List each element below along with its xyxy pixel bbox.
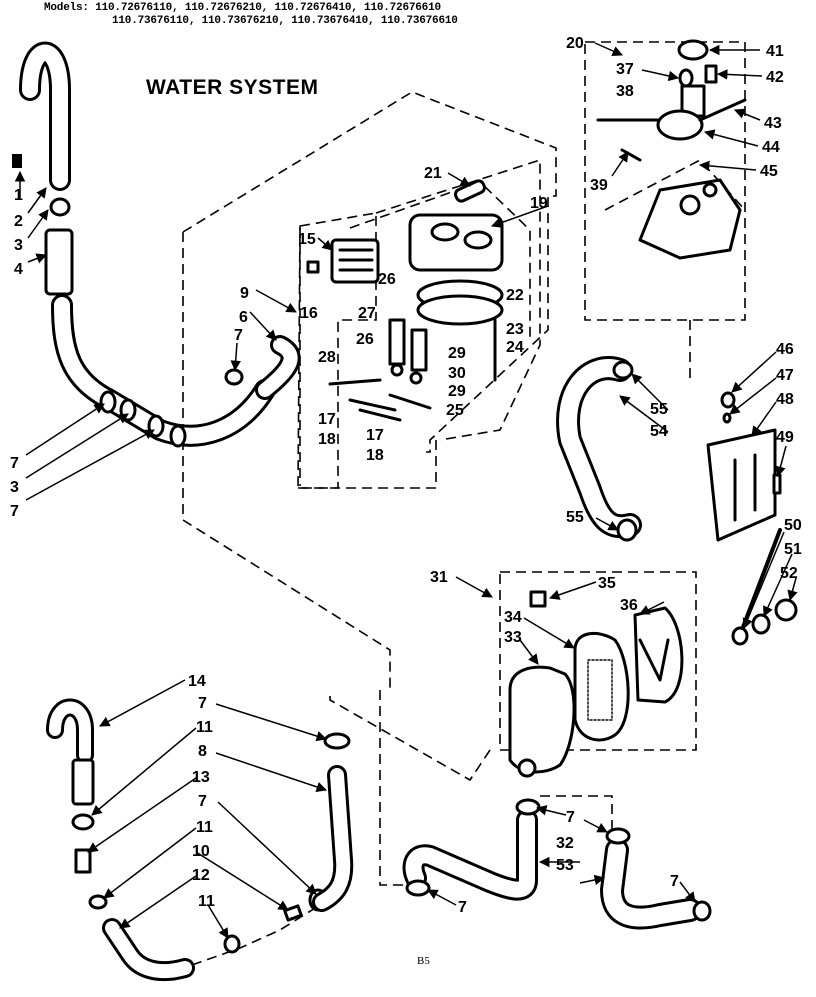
callout-8: 8 (198, 743, 207, 760)
callout-55-lower: 55 (566, 509, 584, 526)
callout-labels: 1 2 3 4 7 3 7 9 6 7 15 16 21 19 22 23 24… (10, 35, 802, 916)
callout-24: 24 (506, 339, 524, 356)
callout-3-lower: 3 (10, 479, 19, 496)
callout-44: 44 (762, 139, 780, 156)
callout-7-mid-left: 7 (198, 793, 207, 810)
dashed-group-outlines (182, 41, 746, 966)
callout-22: 22 (506, 287, 524, 304)
callout-20: 20 (566, 35, 584, 52)
callout-7: 7 (10, 455, 19, 472)
callout-1: 1 (14, 187, 23, 204)
callout-30: 30 (448, 365, 466, 382)
callout-15: 15 (298, 231, 316, 248)
callout-54: 54 (650, 423, 668, 440)
hose-parts (12, 39, 798, 982)
diagram-title: WATER SYSTEM (146, 76, 319, 99)
callout-7-bottom-center: 7 (458, 899, 467, 916)
callout-29: 29 (448, 345, 466, 362)
callout-19: 19 (530, 195, 548, 212)
callout-47: 47 (776, 367, 794, 384)
callout-29-lower: 29 (448, 383, 466, 400)
callout-11-bottom: 11 (198, 893, 215, 910)
callout-18-right: 18 (366, 447, 384, 464)
callout-34: 34 (504, 609, 522, 626)
models-line-1: Models: 110.72676110, 110.72676210, 110.… (44, 2, 441, 14)
page-number: B5 (417, 955, 430, 967)
callout-9: 9 (240, 285, 249, 302)
callout-27: 27 (358, 305, 376, 322)
callout-53: 53 (556, 857, 574, 874)
callout-49: 49 (776, 429, 794, 446)
callout-36: 36 (620, 597, 638, 614)
callout-41: 41 (766, 43, 784, 60)
leader-lines (14, 42, 798, 939)
callout-2: 2 (14, 213, 23, 230)
callout-26-lower: 26 (356, 331, 374, 348)
callout-13: 13 (192, 769, 210, 786)
callout-7-filter-out: 7 (566, 809, 575, 826)
callout-25: 25 (446, 402, 464, 419)
models-line-2: 110.73676110, 110.73676210, 110.73676410… (112, 15, 458, 27)
callout-7-bottom-right: 7 (670, 873, 679, 890)
callout-18: 18 (318, 431, 336, 448)
callout-3: 3 (14, 237, 23, 254)
callout-43: 43 (764, 115, 782, 132)
callout-32: 32 (556, 835, 574, 852)
callout-55: 55 (650, 401, 668, 418)
callout-14: 14 (188, 673, 206, 690)
callout-11: 11 (196, 719, 213, 736)
callout-31: 31 (430, 569, 448, 586)
callout-42: 42 (766, 69, 784, 86)
callout-45: 45 (760, 163, 778, 180)
callout-16: 16 (300, 305, 318, 322)
callout-6: 6 (239, 309, 248, 326)
callout-23: 23 (506, 321, 524, 338)
callout-28: 28 (318, 349, 336, 366)
callout-17-right: 17 (366, 427, 384, 444)
callout-11-mid: 11 (196, 819, 213, 836)
callout-50: 50 (784, 517, 802, 534)
callout-17: 17 (318, 411, 336, 428)
callout-51: 51 (784, 541, 802, 558)
callout-12: 12 (192, 867, 210, 884)
callout-37: 37 (616, 61, 634, 78)
callout-7-lower-left: 7 (198, 695, 207, 712)
callout-39: 39 (590, 177, 608, 194)
callout-38: 38 (616, 83, 634, 100)
callout-4: 4 (14, 261, 23, 278)
callout-48: 48 (776, 391, 794, 408)
callout-46: 46 (776, 341, 794, 358)
callout-7-center: 7 (234, 327, 243, 344)
callout-52: 52 (780, 565, 798, 582)
callout-26: 26 (378, 271, 396, 288)
callout-35: 35 (598, 575, 616, 592)
callout-21: 21 (424, 165, 442, 182)
callout-10: 10 (192, 843, 210, 860)
callout-7-lower: 7 (10, 503, 19, 520)
callout-33: 33 (504, 629, 522, 646)
